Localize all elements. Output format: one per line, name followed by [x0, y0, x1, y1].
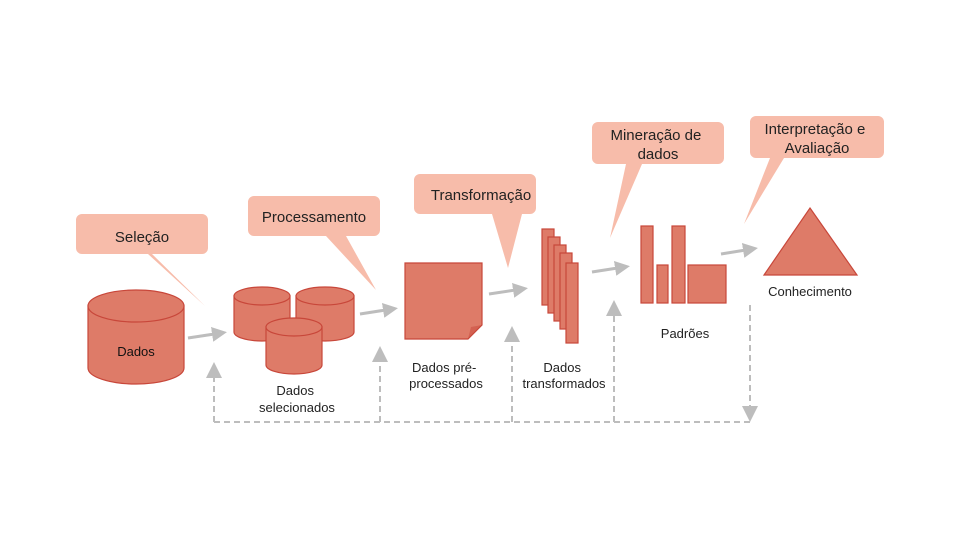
dados-transformados-label: Dados transformados — [522, 360, 606, 391]
arrow-dados-to-selecionados — [187, 326, 227, 342]
dados-preprocessados-line1: Dados pré- — [412, 360, 476, 375]
callout-mineracao: Mineração de dados — [592, 122, 724, 238]
callout-selecao-text: Seleção — [115, 229, 169, 246]
callout-mineracao-line1: Mineração de — [610, 127, 701, 144]
callout-mineracao-text: Mineração de dados — [610, 127, 705, 163]
conhecimento-label: Conhecimento — [768, 284, 852, 299]
dados-preprocessados-line2: processados — [409, 376, 483, 391]
dados-selecionados-label: Dados selecionados — [259, 383, 335, 415]
padroes-bars — [640, 225, 727, 304]
callout-transformacao-text: Transformação — [431, 187, 531, 204]
dados-preprocessados-document — [404, 262, 483, 340]
callout-processamento-text: Processamento — [262, 209, 366, 226]
callout-processamento: Processamento — [248, 196, 380, 290]
padroes-label: Padrões — [661, 326, 710, 341]
cylinder-back-left — [233, 286, 291, 342]
callout-interpretacao-text: Interpretação e Avaliação — [764, 121, 869, 157]
dados-transformados-stack — [541, 228, 579, 344]
dados-preprocessados-label: Dados pré- processados — [409, 360, 483, 391]
arrow-selecionados-to-preprocessados — [359, 302, 398, 318]
dados-transformados-line2: transformados — [522, 376, 606, 391]
dados-selecionados-line2: selecionados — [259, 400, 335, 415]
dados-label: Dados — [117, 344, 155, 359]
arrow-padroes-to-conhecimento — [720, 243, 758, 258]
callout-transformacao: Transformação — [414, 174, 536, 268]
dados-selecionados-cylinders — [233, 286, 355, 375]
dados-selecionados-line1: Dados — [276, 383, 314, 398]
cylinder-front — [265, 317, 323, 375]
feedback-loop — [206, 300, 758, 423]
conhecimento-triangle — [762, 206, 859, 276]
callout-interpretacao-line2: Avaliação — [785, 140, 850, 157]
flow-arrows — [187, 243, 758, 342]
arrow-preprocessados-to-transformados — [488, 282, 528, 298]
callout-mineracao-line2: dados — [638, 146, 679, 163]
callout-interpretacao: Interpretação e Avaliação — [744, 116, 884, 224]
dados-cylinder: Dados — [87, 289, 185, 385]
callout-selecao: Seleção — [76, 214, 208, 306]
callout-interpretacao-line1: Interpretação e — [764, 121, 865, 138]
arrow-transformados-to-padroes — [591, 260, 630, 276]
dados-transformados-line1: Dados — [543, 360, 581, 375]
